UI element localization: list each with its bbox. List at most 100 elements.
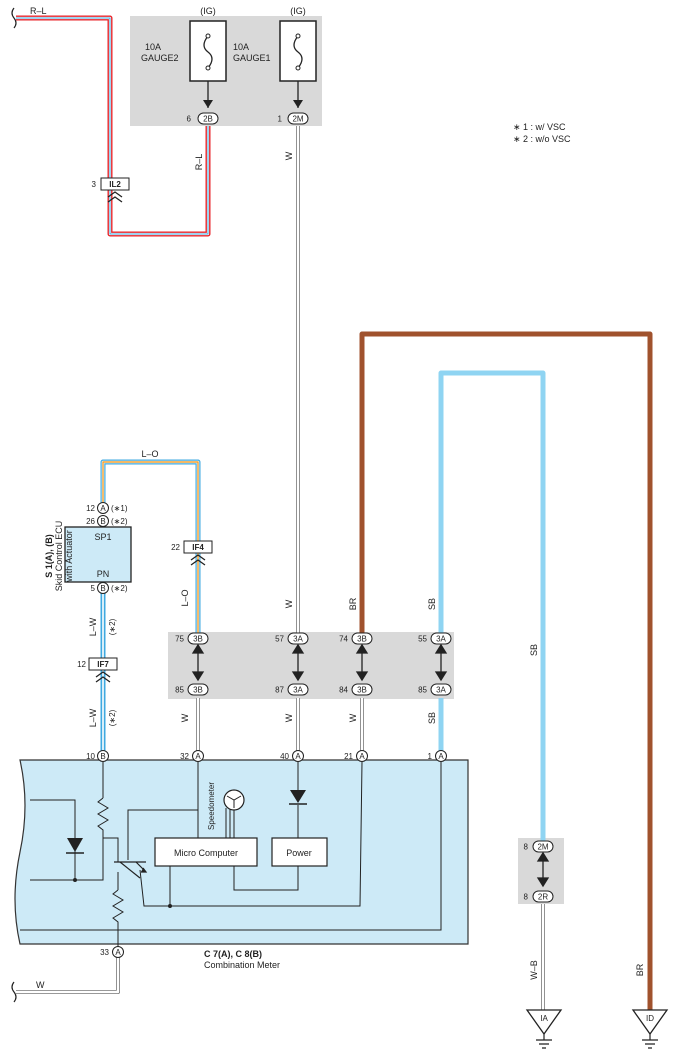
ecu-labels: S 1(A), (B) Skid Control ECU with Actuat… bbox=[44, 521, 74, 592]
diode-icon-power bbox=[289, 790, 307, 805]
wire-sb bbox=[438, 370, 546, 842]
junction-top-pin-2-id: 3A bbox=[293, 635, 303, 644]
junction-bottom-pin-1-num: 85 bbox=[175, 686, 184, 695]
right-junction-arrows bbox=[536, 851, 550, 888]
connector-if7-chevron bbox=[95, 671, 111, 683]
break-mark-top bbox=[11, 7, 17, 29]
ecu-pin-c bbox=[97, 582, 109, 594]
meter-pin-5-letter: A bbox=[438, 752, 444, 761]
fuse-right-rating: 10A bbox=[233, 42, 249, 52]
fuse-left-name: GAUGE2 bbox=[141, 53, 179, 63]
junction-top-pin-3-num: 74 bbox=[339, 635, 348, 644]
meter-pin-5 bbox=[435, 750, 447, 762]
junction-bottom-pin-2 bbox=[287, 683, 309, 696]
fuse-gauge1 bbox=[279, 20, 317, 108]
junction-top-pin-4 bbox=[430, 632, 452, 645]
connector-if7 bbox=[88, 657, 118, 671]
meter-label-1: C 7(A), C 8(B) bbox=[204, 949, 262, 959]
ground-ia bbox=[525, 1009, 563, 1049]
label-w-bottom: W bbox=[36, 980, 45, 990]
ecu-pin-a-letter: A bbox=[100, 504, 106, 513]
label-w-main: W bbox=[284, 151, 294, 160]
junction-arrows bbox=[191, 643, 448, 682]
ecu-sp1: SP1 bbox=[94, 532, 111, 542]
connector-il2-pin: 3 bbox=[92, 180, 97, 189]
pin-2m-label: 2M bbox=[292, 115, 303, 124]
wire-r-l bbox=[16, 15, 211, 237]
meter-pin-1-letter: B bbox=[100, 752, 105, 761]
meter-pin-3-letter: A bbox=[295, 752, 301, 761]
meter-bottom-pin-letter: A bbox=[115, 948, 121, 957]
ecu-line3: with Actuator bbox=[64, 530, 74, 583]
ecu-pin-c-num: 5 bbox=[91, 584, 96, 593]
meter-pin-3 bbox=[292, 750, 304, 762]
label-w-low-2: W bbox=[284, 713, 294, 722]
meter-pin-1-num: 10 bbox=[86, 752, 95, 761]
meter-bottom-pin bbox=[112, 946, 124, 958]
label-w-b: W–B bbox=[529, 960, 539, 980]
connector-il2 bbox=[100, 177, 130, 191]
meter-pin-2 bbox=[192, 750, 204, 762]
junction-bottom-pin-3-id: 3B bbox=[357, 686, 367, 695]
junction-dot-2 bbox=[168, 904, 172, 908]
label-w-low-3: W bbox=[348, 713, 358, 722]
label-sb-low: SB bbox=[427, 712, 437, 724]
pin-2b bbox=[197, 112, 219, 125]
junction-bottom-pin-1-id: 3B bbox=[193, 686, 203, 695]
micro-computer-box bbox=[154, 837, 258, 867]
right-junction-bottom-num: 8 bbox=[524, 893, 529, 902]
junction-top-pin-2-num: 57 bbox=[275, 635, 284, 644]
wires-lower bbox=[196, 698, 444, 752]
ecu-pin-a-note: (∗1) bbox=[111, 504, 128, 513]
ecu-pin-b-note: (∗2) bbox=[111, 517, 128, 526]
connector-if4-pin: 22 bbox=[171, 543, 180, 552]
fuse-left-rating: 10A bbox=[145, 42, 161, 52]
right-junction-bottom-pin bbox=[532, 890, 554, 903]
pin-2m-num: 1 bbox=[278, 115, 283, 124]
connector-if7-id: IF7 bbox=[97, 660, 109, 669]
junction-bottom-pin-1 bbox=[187, 683, 209, 696]
ecu-pin-c-note: (∗2) bbox=[111, 584, 128, 593]
connector-il2-id: IL2 bbox=[109, 180, 121, 189]
right-junction-bottom-id: 2R bbox=[538, 893, 548, 902]
pin-2b-num: 6 bbox=[187, 115, 192, 124]
power-label: Power bbox=[286, 848, 312, 858]
label-r-l-vert: R–L bbox=[194, 154, 204, 171]
ground-ia-label: IA bbox=[540, 1014, 548, 1023]
meter-label-2: Combination Meter bbox=[204, 960, 280, 970]
junction-bottom-pin-2-id: 3A bbox=[293, 686, 303, 695]
wire-w-bottom bbox=[16, 956, 120, 994]
junction-bottom-pin-4-num: 85 bbox=[418, 686, 427, 695]
meter-pin-5-num: 1 bbox=[428, 752, 433, 761]
fuse-gauge2 bbox=[189, 20, 227, 108]
junction-top-pin-2 bbox=[287, 632, 309, 645]
ecu-pin-b-num: 26 bbox=[86, 517, 95, 526]
break-mark-bottom bbox=[11, 981, 17, 1003]
meter-pin-4-num: 21 bbox=[344, 752, 353, 761]
connector-if7-pin: 12 bbox=[77, 660, 86, 669]
junction-top-pin-1 bbox=[187, 632, 209, 645]
connector-if4 bbox=[183, 540, 213, 554]
meter-pin-2-num: 32 bbox=[180, 752, 189, 761]
connector-if4-chevron bbox=[190, 554, 206, 566]
speedometer-icon bbox=[223, 789, 245, 811]
diode-icon-left bbox=[66, 838, 84, 854]
fuse-right-name: GAUGE1 bbox=[233, 53, 271, 63]
pin-2b-label: 2B bbox=[203, 115, 213, 124]
ground-id-label: ID bbox=[646, 1014, 654, 1023]
transistor-icon bbox=[114, 861, 148, 879]
label-l-w-lower: L–W bbox=[88, 708, 98, 727]
meter-pin-1 bbox=[97, 750, 109, 762]
label-sb-mid: SB bbox=[427, 598, 437, 610]
ecu-pin-a bbox=[97, 502, 109, 514]
label-l-w-upper: L–W bbox=[88, 617, 98, 636]
label-r-l-top: R–L bbox=[30, 6, 47, 16]
fuse-right-supply: (IG) bbox=[290, 6, 306, 16]
junction-bottom-pin-3 bbox=[351, 683, 373, 696]
ecu-line2: Skid Control ECU bbox=[54, 521, 64, 592]
connector-if4-id: IF4 bbox=[192, 543, 204, 552]
ecu-box bbox=[64, 526, 132, 583]
micro-computer-label: Micro Computer bbox=[174, 848, 238, 858]
pin-2m bbox=[287, 112, 309, 125]
junction-bottom-pin-3-num: 84 bbox=[339, 686, 348, 695]
